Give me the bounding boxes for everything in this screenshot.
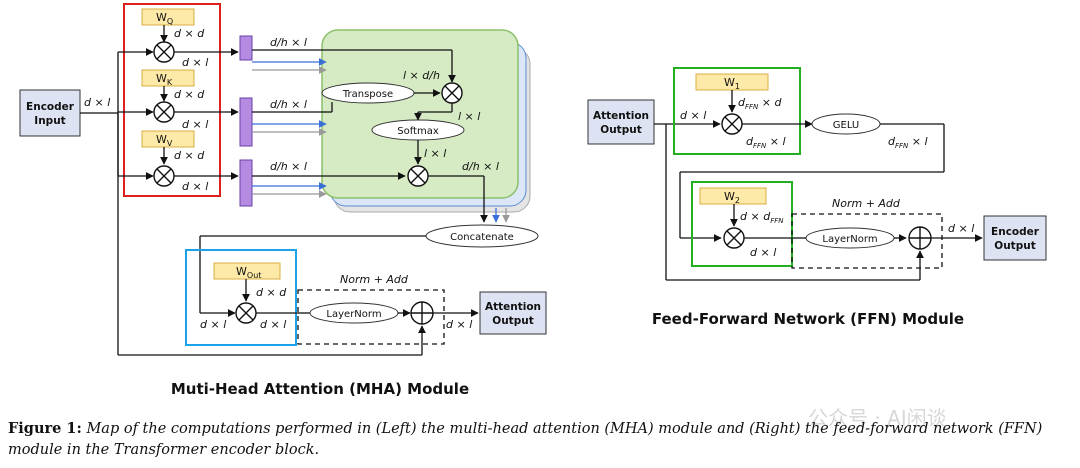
concatenate-label: Concatenate bbox=[450, 232, 514, 243]
weight-q-label: WQ bbox=[156, 11, 173, 26]
encoder-output-label-1: Encoder bbox=[991, 226, 1040, 238]
mha-norm-add-box bbox=[297, 289, 445, 345]
q-head-dim: d/h × l bbox=[270, 36, 307, 49]
caption-text: Map of the computations performed in (Le… bbox=[8, 421, 1043, 458]
mha-norm-add-label: Norm + Add bbox=[340, 273, 409, 286]
softmax-label: Softmax bbox=[397, 126, 439, 137]
q-weight-dim: d × d bbox=[174, 27, 205, 40]
mha-layernorm-label: LayerNorm bbox=[326, 309, 381, 320]
figure-caption: Figure 1: Map of the computations perfor… bbox=[8, 418, 1072, 461]
q-head-split bbox=[239, 35, 253, 61]
encoder-input-label-1: Encoder bbox=[26, 101, 75, 113]
caption-label: Figure 1: bbox=[8, 420, 82, 437]
w2-dim: d × dFFN bbox=[740, 210, 784, 225]
watermark: 公众号 · AI闲谈 bbox=[808, 406, 947, 430]
k-head-split bbox=[239, 97, 253, 147]
ffn-attention-output-box bbox=[587, 99, 655, 145]
attn-score-dim: l × l bbox=[458, 110, 480, 123]
encoder-output-box bbox=[983, 215, 1047, 261]
weight-k-label: WK bbox=[156, 72, 173, 87]
k-weight-dim: d × d bbox=[174, 88, 205, 101]
v-head-dim: d/h × l bbox=[270, 160, 307, 173]
out-input-dim: d × l bbox=[200, 318, 226, 331]
mha-attention-output-label-1: Attention bbox=[485, 301, 541, 313]
gelu-output-dim: dFFN × l bbox=[888, 135, 928, 150]
qkv-projection-box bbox=[123, 3, 221, 197]
mha-attention-output-label-2: Output bbox=[492, 315, 533, 327]
v-weight-dim: d × d bbox=[174, 149, 205, 162]
gelu-label: GELU bbox=[833, 120, 859, 131]
ffn-norm-add-box bbox=[791, 213, 943, 269]
ffn-layernorm-label: LayerNorm bbox=[822, 234, 877, 245]
mha-title: Muti-Head Attention (MHA) Module bbox=[171, 380, 469, 398]
weight-q-box bbox=[141, 8, 195, 26]
encoder-input-dim: d × l bbox=[84, 96, 110, 109]
out-weight-dim: d × d bbox=[256, 286, 287, 299]
v-output-dim: d × l bbox=[182, 180, 208, 193]
out-output-dim: d × l bbox=[260, 318, 286, 331]
weight-v-box bbox=[141, 130, 195, 148]
k-head-dim: d/h × l bbox=[270, 98, 307, 111]
ffn-title: Feed-Forward Network (FFN) Module bbox=[652, 310, 964, 328]
encoder-input-label-2: Input bbox=[34, 115, 65, 127]
encoder-output-label-2: Output bbox=[994, 240, 1035, 252]
weight-w2-box bbox=[699, 187, 767, 205]
encoder-input-box bbox=[19, 89, 81, 137]
transpose-label: Transpose bbox=[342, 89, 393, 100]
ffn-attention-output-label-2: Output bbox=[600, 124, 641, 136]
weight-out-label: WOut bbox=[236, 265, 261, 280]
ffn-norm-add-label: Norm + Add bbox=[832, 197, 901, 210]
weight-v-label: WV bbox=[156, 133, 173, 148]
softmax-dim: l × l bbox=[424, 147, 446, 160]
k-output-dim: d × l bbox=[182, 118, 208, 131]
w1-dim: dFFN × d bbox=[738, 96, 782, 111]
w1-output-dim: dFFN × l bbox=[746, 135, 786, 150]
weight-out-box bbox=[213, 262, 281, 280]
weight-k-box bbox=[141, 69, 195, 87]
weight-w2-label: W2 bbox=[724, 190, 740, 205]
ffn-output-dim: d × l bbox=[948, 222, 974, 235]
w2-output-dim: d × l bbox=[750, 246, 776, 259]
output-projection-box bbox=[185, 249, 297, 346]
mha-output-dim: d × l bbox=[446, 318, 472, 331]
qk-dim: l × d/h bbox=[403, 69, 440, 82]
ffn-attention-output-label-1: Attention bbox=[593, 110, 649, 122]
q-output-dim: d × l bbox=[182, 56, 208, 69]
attention-output-box-mha bbox=[479, 291, 547, 335]
head-output-dim: d/h × l bbox=[462, 160, 499, 173]
ffn-layer1-box bbox=[673, 67, 801, 155]
weight-w1-label: W1 bbox=[724, 76, 740, 91]
v-head-split bbox=[239, 159, 253, 207]
ffn-input-dim: d × l bbox=[680, 109, 706, 122]
